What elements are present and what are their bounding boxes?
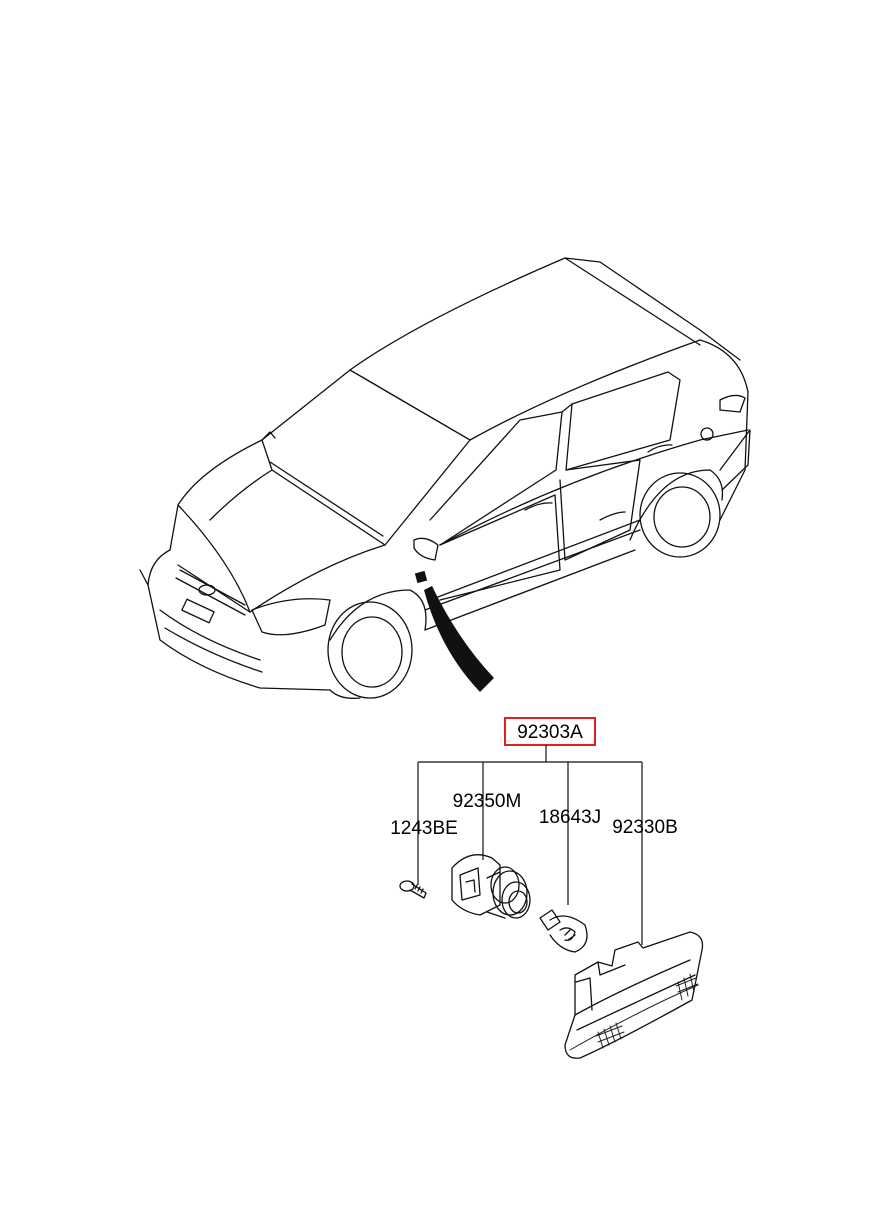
callout-leaders <box>417 745 643 945</box>
lens-part-number: 92330B <box>612 817 678 838</box>
bulb-socket-icon <box>451 854 531 919</box>
repeater-location-marker <box>414 570 428 584</box>
screw-icon <box>399 880 427 899</box>
bulb-part-number: 18643J <box>539 807 601 828</box>
wedge-bulb-icon <box>539 909 588 953</box>
side-repeater-lens-icon <box>564 931 704 1059</box>
assembly-highlight-box <box>504 717 596 746</box>
hatchback-car-icon <box>139 257 751 699</box>
assembly-part-number: 92303A <box>517 722 583 743</box>
location-arrow-icon <box>424 586 494 692</box>
socket-part-number: 92350M <box>453 791 522 812</box>
screw-part-number: 1243BE <box>390 818 458 839</box>
